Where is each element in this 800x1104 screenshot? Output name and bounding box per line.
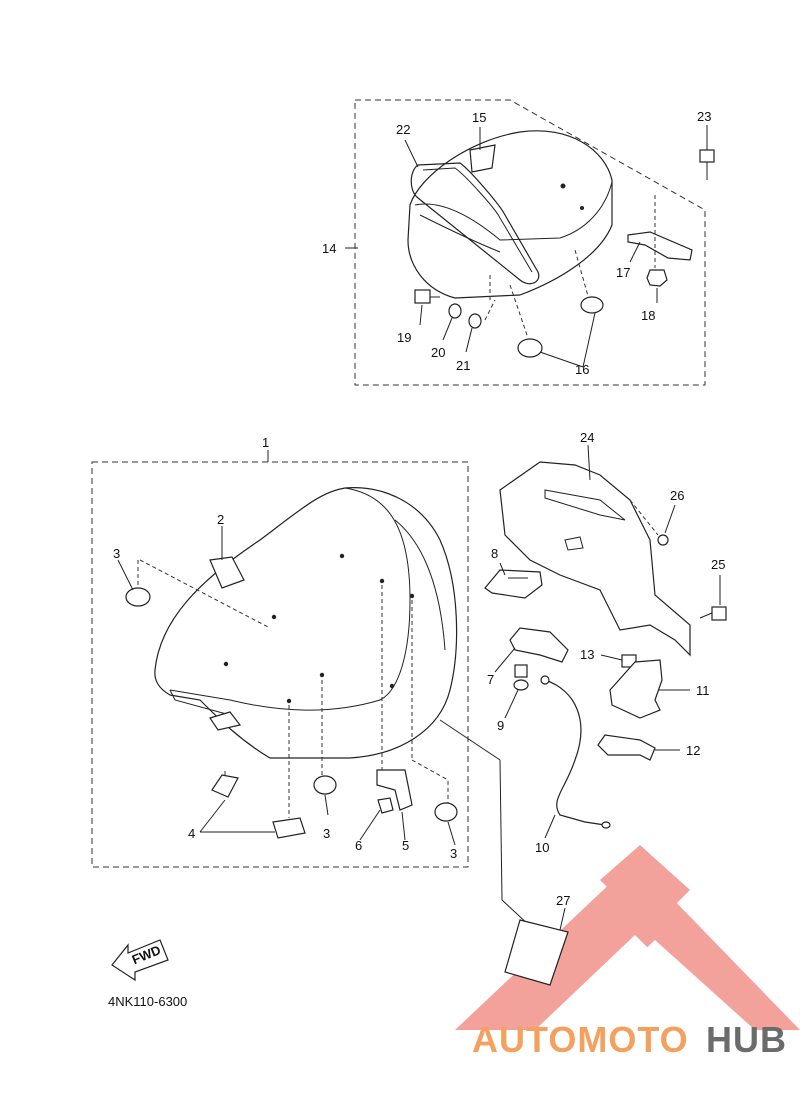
part-label-23: 23 [697,109,711,124]
seat-assembly-1 [91,450,546,941]
lock-assembly [484,444,727,986]
fwd-arrow-icon: FWD [111,939,169,982]
part-label-3-mid: 3 [323,826,330,841]
upper-assembly-14 [345,99,715,386]
part-label-17: 17 [616,265,630,280]
part-label-24: 24 [580,430,594,445]
part-label-18: 18 [641,308,655,323]
part-label-20: 20 [431,345,445,360]
part-label-15: 15 [472,110,486,125]
part-label-12: 12 [686,743,700,758]
part-label-16: 16 [575,362,589,377]
part-label-25: 25 [711,557,725,572]
part-label-13: 13 [580,647,594,662]
part-label-27: 27 [556,893,570,908]
part-label-3-right: 3 [450,846,457,861]
watermark-part-a: AUTOMOTO [472,1019,689,1060]
part-label-8: 8 [491,546,498,561]
part-label-5: 5 [402,838,409,853]
part-label-7: 7 [487,672,494,687]
part-label-22: 22 [396,122,410,137]
part-label-3-top: 3 [113,546,120,561]
part-label-6: 6 [355,838,362,853]
part-number-labels: 1 2 3 3 3 4 5 6 7 8 9 10 11 12 13 14 15 … [113,109,725,908]
part-label-10: 10 [535,840,549,855]
watermark-logo [455,845,800,1030]
part-label-21: 21 [456,358,470,373]
part-label-11: 11 [696,683,710,698]
part-label-14: 14 [322,241,336,256]
watermark-part-b: HUB [706,1019,787,1060]
part-label-4: 4 [188,826,195,841]
part-label-26: 26 [670,488,684,503]
part-label-1: 1 [262,435,269,450]
part-label-19: 19 [397,330,411,345]
diagram-code: 4NK110-6300 [108,994,187,1009]
watermark-text: AUTOMOTO HUB [472,1019,787,1060]
part-label-2: 2 [217,512,224,527]
part-label-9: 9 [497,718,504,733]
